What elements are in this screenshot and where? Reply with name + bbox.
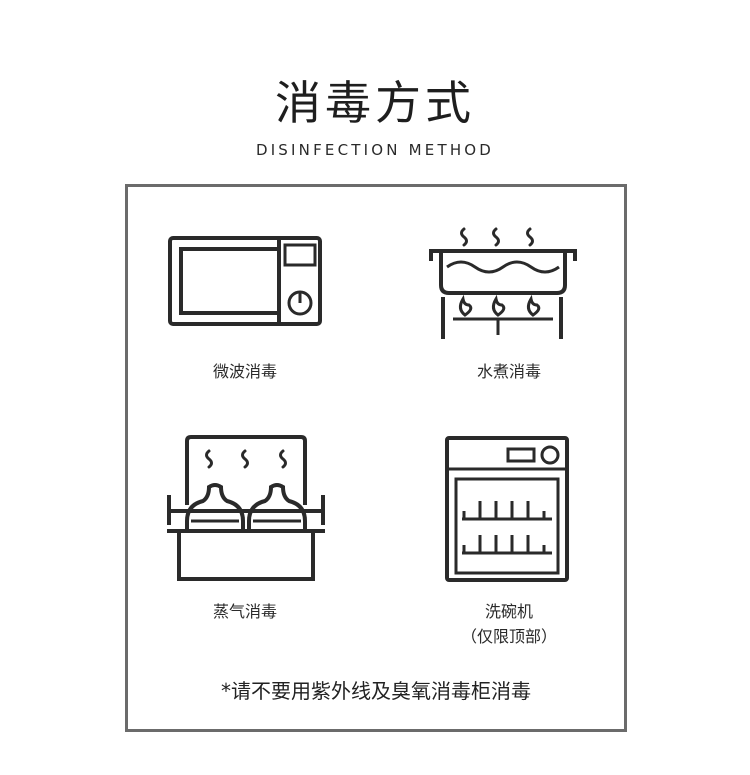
methods-panel: 微波消毒 水煮消毒	[125, 184, 627, 732]
dishwasher-label: 洗碗机	[484, 602, 533, 621]
dishwasher-sublabel: （仅限顶部）	[460, 627, 557, 646]
page-title: 消毒方式	[275, 76, 475, 130]
microwave-label: 微波消毒	[212, 362, 277, 381]
boiling-label: 水煮消毒	[476, 362, 541, 381]
steam-label: 蒸气消毒	[212, 602, 277, 621]
steam-sterilizer-icon	[167, 435, 325, 581]
dishwasher-icon	[445, 436, 569, 582]
microwave-icon	[168, 236, 322, 326]
boiling-pot-icon	[429, 227, 577, 339]
usage-note: *请不要用紫外线及臭氧消毒柜消毒	[221, 679, 531, 703]
page-subtitle: DISINFECTION METHOD	[255, 141, 495, 159]
